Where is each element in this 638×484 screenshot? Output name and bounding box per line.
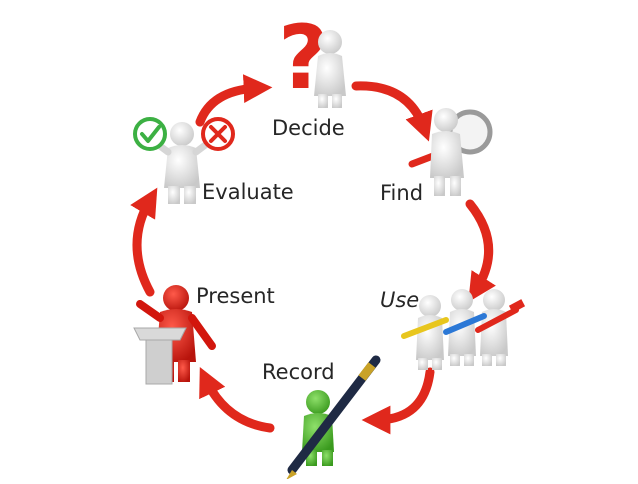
step-label-evaluate: Evaluate [202,180,294,204]
tools-team-icon [401,289,526,370]
magnifying-glass-icon [408,108,493,196]
question-mark-thinker-icon: ? [278,6,346,109]
arrow-evaluate-to-decide [195,74,273,127]
step-label-find: Find [380,181,424,205]
step-label-present: Present [196,284,275,308]
arrow-present-to-evaluate [130,187,158,297]
arrow-record-to-present [199,367,275,433]
cycle-arrows [130,74,496,435]
step-label-use: Use [380,288,420,312]
step-label-decide: Decide [272,116,345,140]
step-label-record: Record [262,360,335,384]
pen-writer-icon [286,355,381,480]
arrow-decide-to-find [351,81,433,142]
arrow-use-to-record [361,367,435,435]
podium-speaker-icon [133,285,216,385]
check-cross-icon [133,117,235,204]
arrow-find-to-use [465,199,496,303]
